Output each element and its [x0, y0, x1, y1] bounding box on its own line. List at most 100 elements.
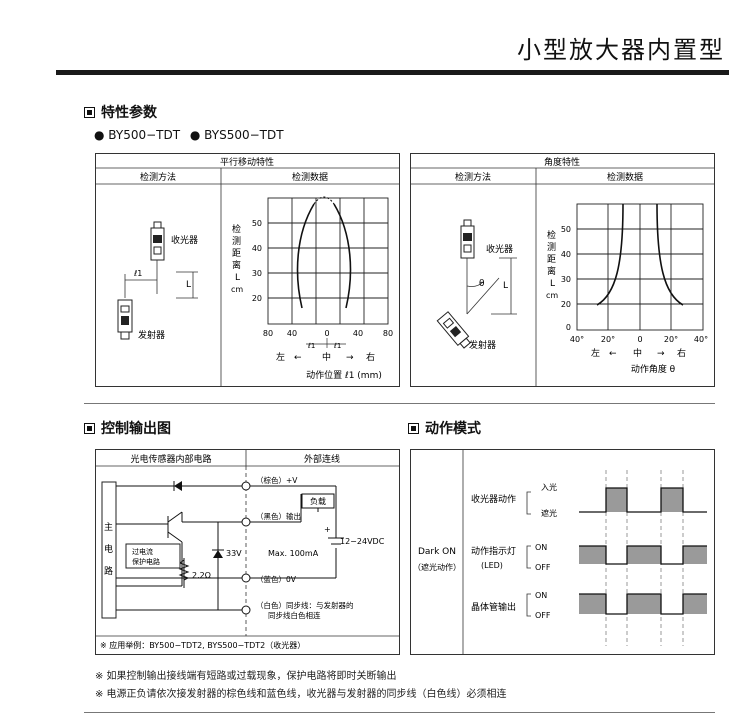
output-heading: 控制输出图 [84, 418, 171, 438]
parallel-xtick-80r: 80 [383, 329, 393, 338]
output-panel: 光电传感器内部电路 外部连线 主 电 路 过电流 保护电路 33V [95, 449, 400, 655]
parallel-xlabel: 动作位置 ℓ1 (mm) [306, 369, 382, 381]
parallel-l1-right: ℓ1 [333, 342, 341, 350]
parallel-L-dim: L [186, 280, 191, 290]
mode-panel: Dark ON （遮光动作） 收光器动作 入光 遮光 动作指示灯 (LED) O… [410, 449, 715, 655]
tr-off-label: OFF [535, 611, 551, 620]
parallel-dir-mid: 中 [322, 351, 331, 363]
angle-ylabel-3: 离 [547, 265, 556, 277]
output-svg: 光电传感器内部电路 外部连线 主 电 路 过电流 保护电路 33V [96, 450, 399, 650]
white-wire-label-1: （白色）同步线：与发射器的 [256, 600, 354, 610]
angle-emitter-label: 发射器 [469, 339, 496, 351]
angle-ytick-30: 30 [561, 275, 571, 284]
main-circuit-3: 路 [104, 565, 113, 577]
model-2: ● BYS500−TDT [189, 128, 284, 142]
load-box [301, 493, 335, 509]
dark-on-label: Dark ON [418, 547, 456, 557]
parallel-col-method: 检测方法 [140, 171, 176, 183]
blue-wire-label: （蓝色）0V [256, 574, 297, 584]
load-label: 负载 [310, 496, 326, 506]
receiver-waveform [579, 487, 707, 513]
angle-ytick-0: 0 [566, 323, 571, 332]
right-arrow-icon: → [346, 353, 354, 363]
model-list: ● BY500−TDT ● BYS500−TDT [94, 128, 284, 142]
parallel-xtick-40l: 40 [287, 329, 297, 338]
parallel-col-data: 检测数据 [292, 171, 328, 183]
angle-xtick-0: 0 [637, 335, 642, 344]
dark-on-sub: （遮光动作） [413, 562, 461, 572]
parallel-ylabel-3: 离 [232, 259, 241, 271]
external-wiring [250, 485, 344, 579]
left-arrow-icon: ← [294, 353, 302, 363]
section-square-icon [408, 422, 419, 434]
page-title: 小型放大器内置型 [517, 36, 725, 64]
led-waveform [579, 545, 707, 565]
main-circuit-2: 电 [104, 543, 113, 555]
main-circuit-1: 主 [104, 521, 113, 533]
angle-title: 角度特性 [544, 156, 580, 168]
light-in-label: 入光 [541, 482, 557, 492]
protect-line-2: 保护电路 [132, 557, 160, 566]
angle-dir-right: 右 [677, 347, 686, 359]
parallel-svg: 平行移动特性 检测方法 检测数据 收光器 发射器 ℓ1 L 检 测 距 [96, 156, 399, 386]
emitter-sensor-icon [117, 299, 133, 340]
mode-svg: Dark ON （遮光动作） 收光器动作 入光 遮光 动作指示灯 (LED) O… [413, 450, 707, 654]
angle-receiver-sensor-icon [460, 219, 475, 259]
characteristics-title: 特性参数 [101, 105, 157, 121]
bottom-divider [84, 712, 715, 713]
parallel-receiver-label: 收光器 [171, 234, 198, 246]
angle-right-arrow-icon: → [657, 349, 665, 359]
mode-title: 动作模式 [425, 421, 481, 437]
mode-heading: 动作模式 [408, 418, 481, 438]
protect-box [125, 543, 181, 569]
parallel-ylabel-0: 检 [232, 223, 241, 235]
black-wire-label: （黑色）输出 [256, 511, 301, 521]
angle-ylabel-5: cm [546, 291, 558, 300]
angle-dir-left: 左 [591, 347, 600, 359]
angle-emitter-sensor-icon [436, 311, 471, 349]
angle-dir-mid: 中 [633, 347, 642, 359]
note-1: ※ 如果控制输出接线端有短路或过载现象，保护电路将即时关断输出 [95, 671, 397, 682]
plus-sign: + [324, 525, 331, 534]
tr-on-label: ON [535, 591, 547, 600]
angle-grid [576, 203, 704, 331]
angle-theta-dim: θ [479, 279, 485, 289]
max-current-label: Max. 100mA [268, 549, 319, 558]
characteristics-heading: 特性参数 [84, 102, 157, 122]
angle-ylabel-2: 距 [547, 254, 556, 265]
section-divider [84, 403, 715, 404]
white-wire-label-2: 同步线白色相连 [268, 610, 321, 620]
angle-curve [596, 203, 684, 306]
angle-xtick-20r: 20° [664, 335, 678, 344]
parallel-xtick-0: 0 [324, 329, 329, 338]
parallel-panel: 平行移动特性 检测方法 检测数据 收光器 发射器 ℓ1 L 检 测 距 [95, 153, 400, 387]
angle-ytick-20: 20 [561, 300, 571, 309]
angle-xlabel: 动作角度 θ [631, 363, 676, 375]
title-rule [56, 70, 729, 75]
output-example: ※ 应用举例：BY500−TDT2, BYS500−TDT2（收光器） [100, 640, 305, 650]
section-square-icon [84, 106, 95, 118]
parallel-ytick-40: 40 [252, 244, 262, 253]
parallel-emitter-label: 发射器 [138, 329, 165, 341]
parallel-ytick-20: 20 [252, 294, 262, 303]
parallel-curve [296, 196, 352, 309]
section-square-icon [84, 422, 95, 434]
angle-xtick-40l: 40° [570, 335, 584, 344]
parallel-xtick-80l: 80 [263, 329, 273, 338]
transistor-waveform [579, 593, 707, 615]
light-block-label: 遮光 [541, 508, 557, 518]
parallel-l1-dim: ℓ1 [133, 269, 142, 278]
zener-label: 33V [226, 549, 242, 558]
receiver-action-label: 收光器动作 [471, 493, 516, 505]
parallel-xtick-40r: 40 [353, 329, 363, 338]
indicator-sub-label: (LED) [481, 561, 503, 570]
transistor-label: 晶体管输出 [471, 601, 516, 613]
angle-ylabel-4: L [550, 279, 555, 289]
angle-ytick-40: 40 [561, 250, 571, 259]
angle-svg: 角度特性 检测方法 检测数据 收光器 发射器 θ L 检 测 距 离 L cm [411, 156, 714, 386]
parallel-ytick-50: 50 [252, 219, 262, 228]
angle-ylabel-1: 测 [547, 242, 556, 253]
output-title: 控制输出图 [101, 421, 171, 437]
brown-wire-label: （棕色）+V [256, 475, 298, 485]
parallel-title: 平行移动特性 [220, 156, 274, 168]
